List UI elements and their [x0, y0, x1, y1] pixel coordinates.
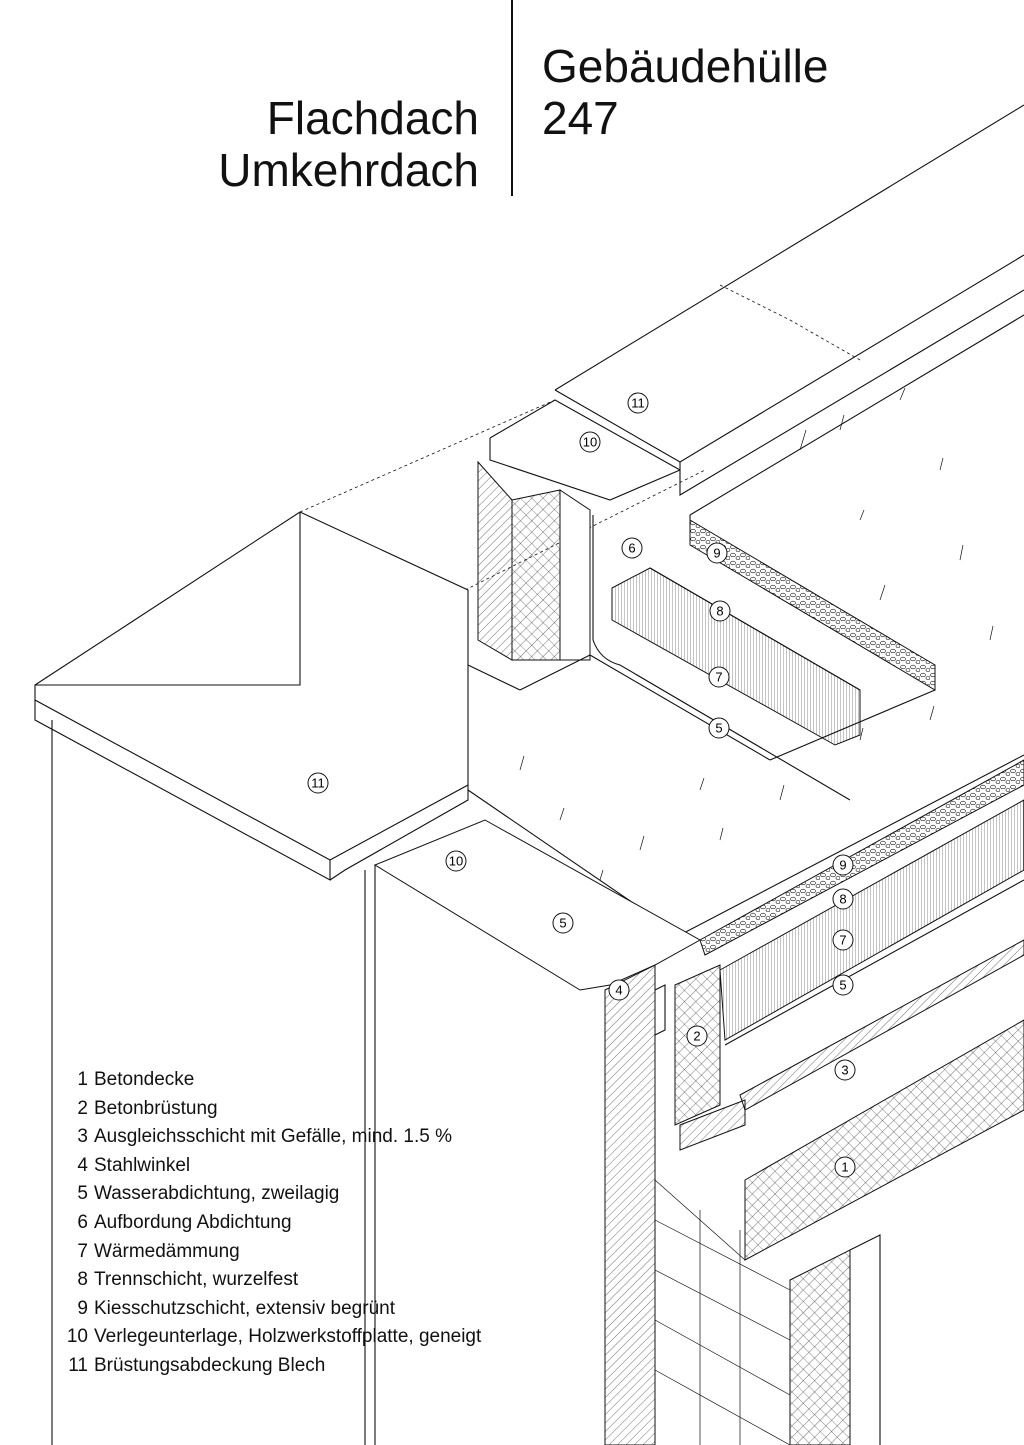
- title-number: 247: [542, 92, 619, 144]
- svg-text:8: 8: [839, 892, 846, 907]
- svg-text:9: 9: [839, 858, 846, 873]
- svg-text:4: 4: [615, 983, 622, 998]
- callout-11: 11: [627, 392, 649, 414]
- svg-text:5: 5: [559, 916, 566, 931]
- svg-text:8: 8: [716, 604, 723, 619]
- roof-layer-cutout: [467, 519, 936, 761]
- svg-text:11: 11: [631, 396, 645, 411]
- brick-wall: [654, 1179, 881, 1445]
- svg-text:10: 10: [449, 854, 463, 869]
- callout-7: 7: [708, 666, 730, 688]
- callout-9: 9: [706, 542, 728, 564]
- title-gebaeudehuelle: Gebäudehülle: [542, 40, 829, 92]
- callout-9: 9: [832, 854, 854, 876]
- svg-text:5: 5: [715, 721, 722, 736]
- callout-10: 10: [579, 431, 601, 453]
- drawing-title: Flachdach Umkehrdach: [218, 92, 479, 196]
- callout-11: 11: [307, 772, 329, 794]
- callout-3: 3: [834, 1059, 856, 1081]
- callout-2: 2: [686, 1025, 708, 1047]
- back-parapet: [299, 104, 1024, 591]
- title-divider: [511, 0, 513, 196]
- callout-5: 5: [552, 912, 574, 934]
- back-parapet-wall: [477, 460, 851, 801]
- callout-7: 7: [832, 929, 854, 951]
- svg-text:9: 9: [713, 546, 720, 561]
- callout-1: 1: [834, 1156, 856, 1178]
- svg-text:2: 2: [693, 1029, 700, 1044]
- callout-8: 8: [709, 600, 731, 622]
- callout-5: 5: [832, 974, 854, 996]
- callout-5: 5: [708, 717, 730, 739]
- left-coping: [34, 511, 469, 1445]
- title-flachdach: Flachdach: [266, 92, 479, 144]
- callouts: 11 10 6 9 8 7 5 11 10 9 8 7 5 5 4 2 3 1: [307, 392, 856, 1178]
- callout-4: 4: [608, 979, 630, 1001]
- svg-text:7: 7: [715, 670, 722, 685]
- title-umkehrdach: Umkehrdach: [218, 144, 479, 196]
- callout-6: 6: [621, 537, 643, 559]
- front-layer-section: [674, 759, 1024, 1261]
- svg-text:6: 6: [628, 541, 635, 556]
- svg-text:1: 1: [841, 1160, 848, 1175]
- svg-text:7: 7: [839, 933, 846, 948]
- callout-8: 8: [832, 888, 854, 910]
- series-title: Gebäudehülle 247: [542, 40, 828, 144]
- svg-text:5: 5: [839, 978, 846, 993]
- callout-10: 10: [445, 850, 467, 872]
- svg-text:11: 11: [311, 776, 325, 791]
- svg-text:3: 3: [841, 1063, 848, 1078]
- svg-text:10: 10: [583, 435, 597, 450]
